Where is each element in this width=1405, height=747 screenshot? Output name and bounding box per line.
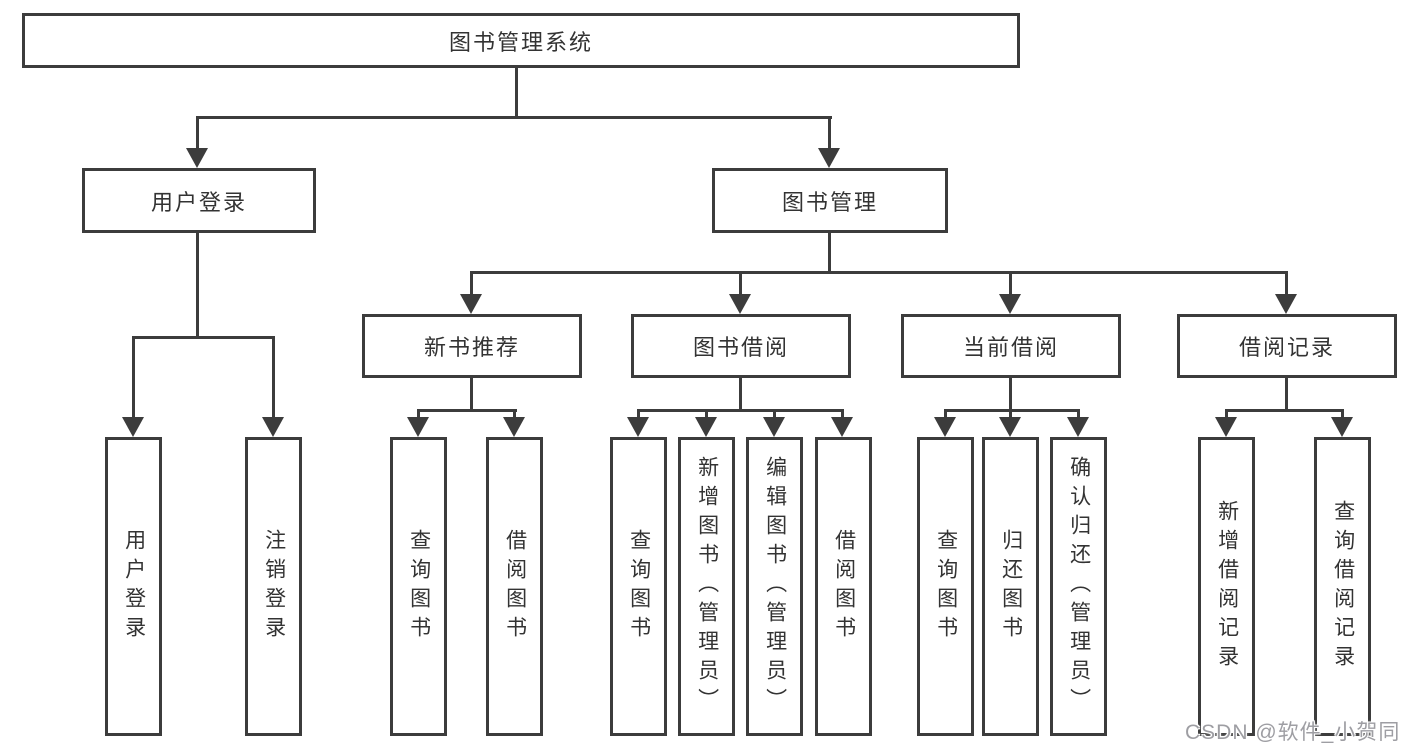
leaf-label: 归还图书 xyxy=(999,528,1023,645)
leaf-records-add-record: 新增借阅记录 xyxy=(1198,437,1255,736)
leaf-label: 查询图书 xyxy=(934,528,958,645)
node-book-management: 图书管理 xyxy=(712,168,948,233)
leaf-label: 查询图书 xyxy=(627,528,651,645)
connector-v xyxy=(470,271,473,299)
leaf-borrow-add-books-admin: 新增图书（管理员） xyxy=(678,437,735,736)
leaf-current-confirm-return-admin: 确认归还（管理员） xyxy=(1050,437,1107,736)
connector-v xyxy=(637,409,640,421)
connector-v xyxy=(132,336,135,422)
node-user-login: 用户登录 xyxy=(82,168,316,233)
leaf-label: 确认归还（管理员） xyxy=(1067,456,1091,717)
node-label: 新书推荐 xyxy=(423,335,520,360)
leaf-label: 新增图书（管理员） xyxy=(695,456,719,717)
connector-v xyxy=(513,409,516,421)
node-book-borrow: 图书借阅 xyxy=(631,314,851,378)
arrowhead-down-icon xyxy=(460,294,482,314)
connector-v xyxy=(944,409,947,421)
connector-h xyxy=(132,336,275,339)
node-label: 图书借阅 xyxy=(692,335,789,360)
leaf-current-query-books: 查询图书 xyxy=(917,437,974,736)
leaf-current-return-books: 归还图书 xyxy=(982,437,1039,736)
node-label: 借阅记录 xyxy=(1238,335,1335,360)
leaf-records-query-record: 查询借阅记录 xyxy=(1314,437,1371,736)
node-label: 图书管理 xyxy=(781,189,878,215)
leaf-user-login: 用户登录 xyxy=(105,437,162,736)
connector-v xyxy=(841,409,844,421)
leaf-rec-query-books: 查询图书 xyxy=(390,437,447,736)
connector-v xyxy=(1009,409,1012,421)
node-label: 图书管理系统 xyxy=(448,29,593,55)
arrowhead-down-icon xyxy=(407,417,429,437)
arrowhead-down-icon xyxy=(831,417,853,437)
node-borrow-records: 借阅记录 xyxy=(1177,314,1397,378)
leaf-borrow-edit-books-admin: 编辑图书（管理员） xyxy=(746,437,803,736)
leaf-logout: 注销登录 xyxy=(245,437,302,736)
connector-h xyxy=(417,409,517,412)
connector-v xyxy=(828,116,831,152)
connector-v xyxy=(1009,378,1012,412)
arrowhead-down-icon xyxy=(934,417,956,437)
connector-v xyxy=(1285,378,1288,412)
connector-v xyxy=(1285,271,1288,299)
connector-h xyxy=(470,271,1288,274)
arrowhead-down-icon xyxy=(627,417,649,437)
connector-v xyxy=(773,409,776,421)
connector-v xyxy=(739,271,742,299)
connector-v xyxy=(705,409,708,421)
leaf-label: 用户登录 xyxy=(122,528,146,645)
leaf-borrow-borrow-books: 借阅图书 xyxy=(815,437,872,736)
connector-v xyxy=(1225,409,1228,421)
arrowhead-down-icon xyxy=(1215,417,1237,437)
connector-v xyxy=(272,336,275,422)
arrowhead-down-icon xyxy=(763,417,785,437)
leaf-label: 注销登录 xyxy=(262,528,286,645)
arrowhead-down-icon xyxy=(186,148,208,168)
node-current-borrow: 当前借阅 xyxy=(901,314,1121,378)
connector-v xyxy=(1077,409,1080,421)
arrowhead-down-icon xyxy=(1067,417,1089,437)
connector-v xyxy=(1341,409,1344,421)
connector-v xyxy=(470,378,473,412)
leaf-label: 借阅图书 xyxy=(503,528,527,645)
leaf-label: 查询借阅记录 xyxy=(1331,499,1355,674)
arrowhead-down-icon xyxy=(122,417,144,437)
connector-v xyxy=(739,378,742,412)
arrowhead-down-icon xyxy=(818,148,840,168)
leaf-label: 查询图书 xyxy=(407,528,431,645)
connector-v xyxy=(417,409,420,421)
connector-v xyxy=(196,116,199,152)
node-new-book-recommend: 新书推荐 xyxy=(362,314,582,378)
watermark: CSDN @软件_小贺同学 xyxy=(1185,721,1401,744)
connector-v xyxy=(1009,271,1012,299)
arrowhead-down-icon xyxy=(999,417,1021,437)
arrowhead-down-icon xyxy=(1331,417,1353,437)
leaf-borrow-query-books: 查询图书 xyxy=(610,437,667,736)
connector-h xyxy=(637,409,844,412)
node-label: 当前借阅 xyxy=(962,335,1059,360)
leaf-label: 新增借阅记录 xyxy=(1215,499,1239,674)
connector-v xyxy=(828,233,831,274)
arrowhead-down-icon xyxy=(729,294,751,314)
connector-v xyxy=(196,233,199,339)
leaf-label: 借阅图书 xyxy=(832,528,856,645)
node-label: 用户登录 xyxy=(150,189,247,215)
node-root-system: 图书管理系统 xyxy=(22,13,1020,68)
arrowhead-down-icon xyxy=(262,417,284,437)
arrowhead-down-icon xyxy=(695,417,717,437)
connector-h xyxy=(1225,409,1343,412)
arrowhead-down-icon xyxy=(999,294,1021,314)
arrowhead-down-icon xyxy=(503,417,525,437)
connector-h xyxy=(196,116,832,119)
arrowhead-down-icon xyxy=(1275,294,1297,314)
leaf-rec-borrow-books: 借阅图书 xyxy=(486,437,543,736)
connector-v xyxy=(515,68,518,119)
leaf-label: 编辑图书（管理员） xyxy=(763,456,787,717)
